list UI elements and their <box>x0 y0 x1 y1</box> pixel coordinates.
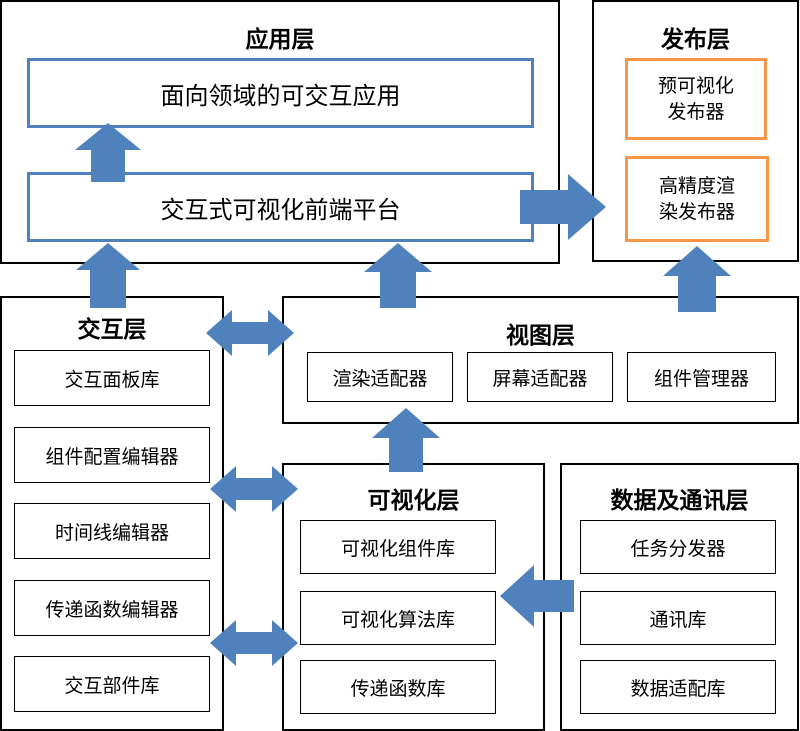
interaction-widget-lib: 交互部件库 <box>14 656 210 712</box>
frontend-platform-box: 交互式可视化前端平台 <box>27 172 534 242</box>
arrow-vis-to-view <box>372 408 440 472</box>
interaction-layer-title: 交互层 <box>77 317 147 343</box>
view-layer-title: 视图层 <box>506 323 575 349</box>
arrow-platform-to-apps <box>75 123 141 182</box>
arrow-interaction-vis-1 <box>210 466 298 512</box>
hq-render-publisher-box: 高精度渲 染发布器 <box>625 156 769 242</box>
data-adapter-lib: 数据适配库 <box>580 660 776 714</box>
task-dispatcher: 任务分发器 <box>580 520 776 574</box>
arrow-view-to-app <box>364 243 432 308</box>
transfer-function-lib: 传递函数库 <box>300 660 496 714</box>
transfer-function-editor: 传递函数编辑器 <box>14 580 210 636</box>
hq-render-publisher-label: 高精度渲 染发布器 <box>658 175 735 223</box>
pre-vis-publisher-label: 预可视化 发布器 <box>657 75 734 123</box>
vis-component-lib: 可视化组件库 <box>300 520 496 574</box>
arrow-interaction-to-app <box>76 243 140 308</box>
pre-vis-publisher-box: 预可视化 发布器 <box>625 58 767 140</box>
render-adapter: 渲染适配器 <box>307 352 453 402</box>
arrow-platform-to-publish <box>520 174 606 240</box>
application-layer-title: 应用层 <box>245 27 315 53</box>
screen-adapter: 屏幕适配器 <box>467 352 613 402</box>
interaction-panel-lib: 交互面板库 <box>14 350 210 406</box>
arrow-data-to-vis <box>500 565 574 627</box>
publish-layer-title: 发布层 <box>661 27 730 53</box>
domain-apps-box: 面向领域的可交互应用 <box>27 58 534 128</box>
component-config-editor: 组件配置编辑器 <box>14 427 210 483</box>
visualization-layer-title: 可视化层 <box>367 488 460 514</box>
arrow-interaction-vis-2 <box>210 620 298 666</box>
arrow-view-to-publish <box>663 246 731 312</box>
component-manager: 组件管理器 <box>627 352 776 402</box>
communication-lib: 通讯库 <box>580 591 776 645</box>
timeline-editor: 时间线编辑器 <box>14 503 210 559</box>
arrow-interaction-view <box>206 310 294 356</box>
data-communication-layer-title: 数据及通讯层 <box>610 488 749 514</box>
vis-algorithm-lib: 可视化算法库 <box>300 591 496 645</box>
